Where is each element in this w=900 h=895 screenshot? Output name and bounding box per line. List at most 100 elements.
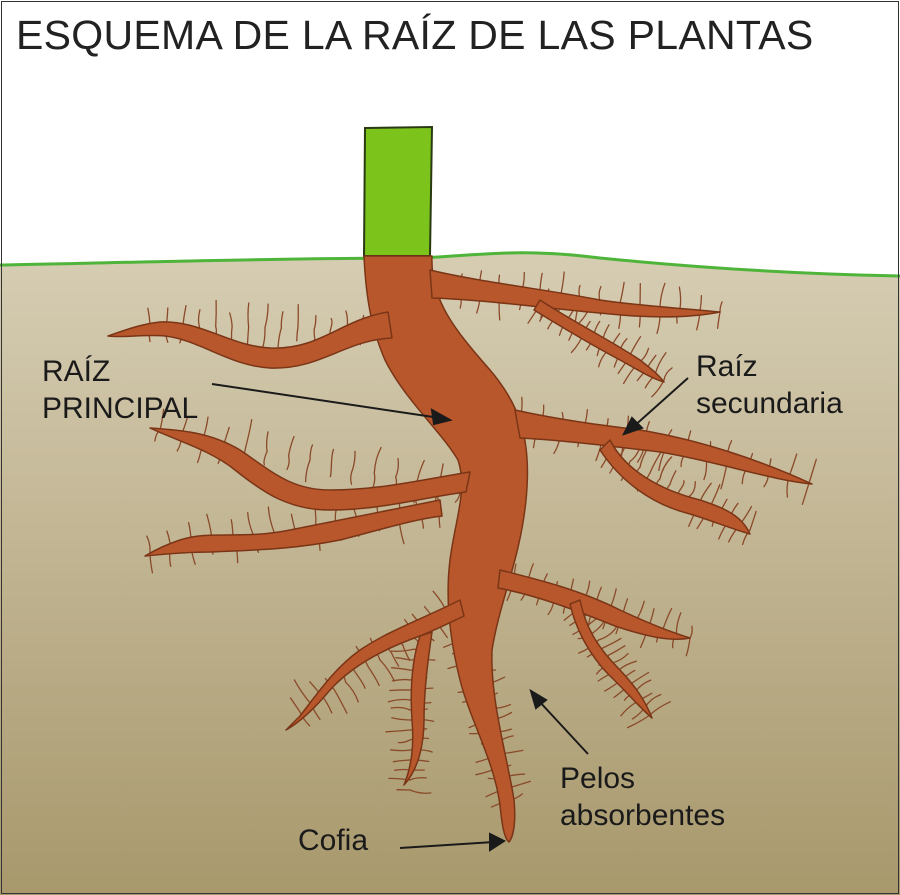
root-hair bbox=[659, 282, 666, 308]
root-hair bbox=[397, 739, 411, 744]
root-hair bbox=[229, 312, 233, 328]
root-hair bbox=[299, 711, 311, 727]
root-hair bbox=[356, 674, 366, 689]
root-hair bbox=[649, 701, 672, 716]
root-hair bbox=[679, 480, 685, 491]
root-hair bbox=[389, 689, 411, 692]
root-hair bbox=[719, 301, 723, 313]
label-raiz-secundaria: Raíz secundaria bbox=[696, 348, 843, 422]
arrow-raiz-principal bbox=[211, 383, 441, 419]
root-hair bbox=[608, 645, 626, 656]
plant-stem bbox=[362, 125, 434, 257]
root-hair bbox=[749, 510, 757, 531]
root-hair bbox=[289, 697, 301, 713]
label-cofia: Cofia bbox=[298, 824, 369, 857]
root-hair bbox=[350, 467, 354, 485]
root-hair bbox=[699, 294, 703, 311]
root-hair bbox=[345, 681, 359, 703]
root-hair bbox=[149, 549, 154, 574]
root-hair bbox=[659, 456, 673, 480]
root-hair bbox=[215, 299, 217, 328]
arrow-cofia bbox=[399, 841, 495, 849]
root-hair bbox=[330, 448, 335, 465]
root-hair bbox=[287, 435, 295, 457]
root-hair bbox=[675, 612, 682, 635]
label-raiz-principal: RAÍZ PRINCIPAL bbox=[42, 353, 198, 427]
root-hair bbox=[390, 649, 411, 652]
root-hair bbox=[146, 535, 151, 551]
arrowhead-cofia bbox=[489, 832, 507, 852]
label-raiz-principal-line1: RAÍZ bbox=[42, 355, 111, 388]
label-arrows bbox=[211, 377, 689, 852]
lateral-root-upper-right-fork bbox=[533, 299, 665, 383]
arrow-raiz-secundaria bbox=[631, 377, 689, 429]
lateral-root-lower-left bbox=[144, 499, 443, 557]
root-hair bbox=[304, 459, 311, 483]
root-hair bbox=[689, 625, 693, 639]
root-hair bbox=[280, 311, 284, 329]
label-pelos-absorbentes-line1: Pelos bbox=[560, 762, 636, 795]
root-hair bbox=[613, 652, 629, 664]
root-hair bbox=[402, 644, 411, 661]
root-hair bbox=[263, 450, 268, 466]
root-hair bbox=[689, 481, 696, 497]
root-hair bbox=[385, 729, 411, 733]
root-hair bbox=[416, 459, 425, 483]
root-hair bbox=[296, 327, 299, 342]
root-hair bbox=[409, 777, 427, 781]
lateral-root-lower-right bbox=[497, 569, 691, 641]
page-title: ESQUEMA DE LA RAÍZ DE LAS PLANTAS bbox=[16, 12, 814, 58]
main-root bbox=[363, 255, 529, 843]
root-hair bbox=[678, 286, 682, 310]
root-hair bbox=[619, 281, 625, 305]
root-hair bbox=[367, 666, 380, 687]
root-hair bbox=[373, 446, 382, 474]
lateral-root-lower-right-fork bbox=[569, 599, 653, 719]
root-hair bbox=[197, 309, 201, 327]
root-hair bbox=[313, 314, 317, 330]
root-hair bbox=[395, 457, 400, 478]
ground-line bbox=[0, 251, 900, 278]
root-hair bbox=[390, 667, 411, 671]
root-hair bbox=[392, 759, 411, 763]
label-raiz-secundaria-line2: secundaria bbox=[696, 387, 843, 420]
root-hair bbox=[390, 706, 411, 711]
root-hair bbox=[265, 431, 269, 453]
lateral-root-secundaria-fork bbox=[599, 439, 751, 535]
root-hair bbox=[626, 714, 651, 729]
lateral-root-middle-left bbox=[149, 427, 471, 511]
label-raiz-principal-line2: PRINCIPAL bbox=[42, 392, 199, 425]
lateral-root-upper-right bbox=[429, 269, 721, 318]
root-hair bbox=[391, 717, 411, 721]
lateral-root-upper-left bbox=[107, 311, 393, 369]
root-hair bbox=[603, 637, 622, 649]
arrow-pelos-absorbentes bbox=[537, 699, 589, 755]
root-hair bbox=[329, 463, 333, 478]
root-hair bbox=[809, 458, 817, 481]
lateral-root-bottom-left-fork bbox=[403, 631, 433, 786]
root-hair bbox=[267, 506, 275, 534]
root-hair bbox=[245, 419, 253, 448]
root-hair bbox=[395, 657, 411, 661]
arrowhead-raiz-secundaria bbox=[622, 416, 644, 436]
root-hair bbox=[330, 317, 333, 330]
root-hair bbox=[663, 367, 673, 381]
root-hair bbox=[309, 444, 314, 461]
root-hair bbox=[685, 637, 691, 657]
label-pelos-absorbentes-line2: absorbentes bbox=[560, 799, 726, 832]
root-hair bbox=[387, 698, 411, 703]
label-raiz-secundaria-line1: Raíz bbox=[696, 350, 758, 383]
root-hair bbox=[277, 327, 283, 348]
root-hair bbox=[391, 678, 411, 682]
root-hair bbox=[389, 749, 411, 752]
arrowhead-pelos-absorbentes bbox=[529, 688, 548, 710]
root-hair bbox=[333, 689, 348, 714]
root-hair bbox=[352, 450, 356, 470]
root-hair bbox=[379, 659, 396, 682]
root-hair bbox=[597, 626, 617, 641]
root-system bbox=[107, 255, 813, 843]
root-hair bbox=[662, 607, 673, 631]
root-hair bbox=[716, 311, 721, 329]
